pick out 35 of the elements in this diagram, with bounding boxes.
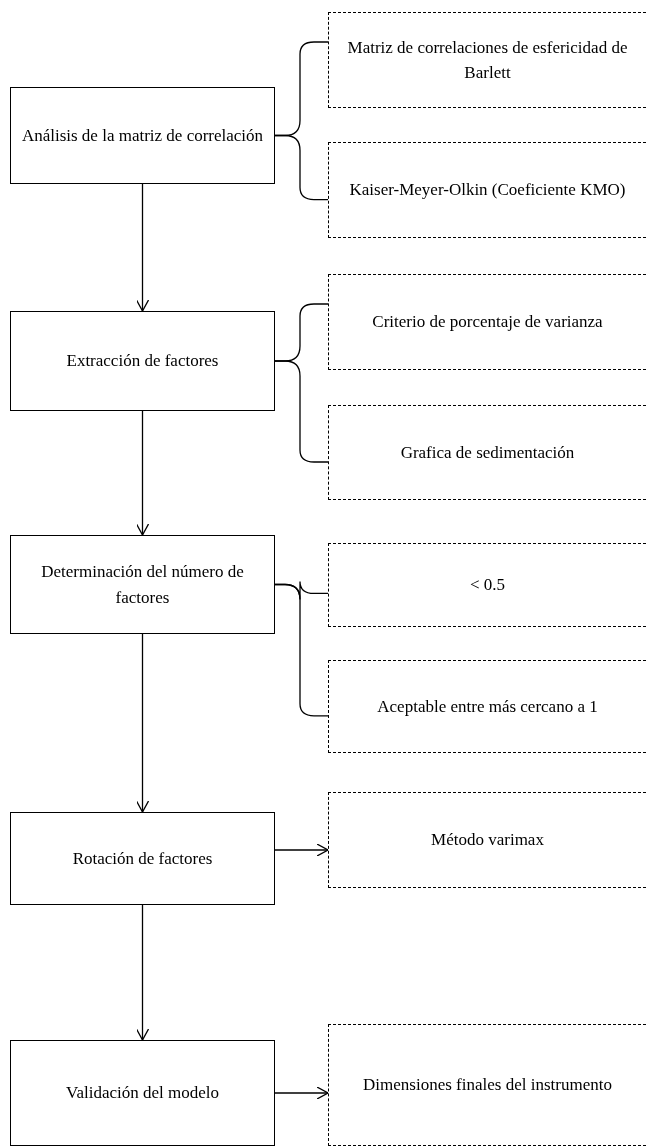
curly-brace (274, 583, 329, 717)
process-box (10, 87, 275, 184)
box-label: Validación del modelo (66, 1082, 219, 1105)
box-label: Rotación de factores (72, 847, 213, 870)
note-box (328, 660, 646, 753)
box-label: < 0.5 (469, 574, 506, 597)
box-label: Determinación del número de factores (40, 561, 245, 609)
note-box (328, 543, 646, 627)
arrow (274, 843, 329, 857)
box-label: Aceptable entre más cercano a 1 (377, 695, 598, 718)
process-box (10, 1040, 275, 1146)
box-label: Matriz de correlaciones de esfericidad de Barlett (346, 36, 629, 84)
box-label: Grafica de sedimentación (400, 441, 575, 464)
note-box (328, 142, 646, 238)
process-box (10, 535, 275, 634)
process-box (10, 311, 275, 411)
box-label: Método varimax (431, 829, 544, 852)
note-box (328, 792, 646, 888)
note-box (328, 1024, 646, 1146)
box-label: Kaiser-Meyer-Olkin (Coeficiente KMO) (349, 179, 626, 202)
arrow (135, 904, 150, 1041)
curly-brace (274, 134, 329, 201)
note-box (328, 405, 646, 500)
arrow (135, 633, 150, 813)
arrow (135, 183, 150, 312)
process-box (10, 812, 275, 905)
arrow (274, 1086, 329, 1100)
box-label: Análisis de la matriz de correlación (21, 124, 264, 147)
box-label: Dimensiones finales del instrumento (363, 1074, 612, 1097)
box-label: Extracción de factores (66, 350, 219, 373)
note-box (328, 274, 646, 370)
box-label: Criterio de porcentaje de varianza (372, 311, 603, 334)
arrow (135, 410, 150, 536)
note-box (328, 12, 646, 108)
curly-brace (274, 360, 329, 463)
